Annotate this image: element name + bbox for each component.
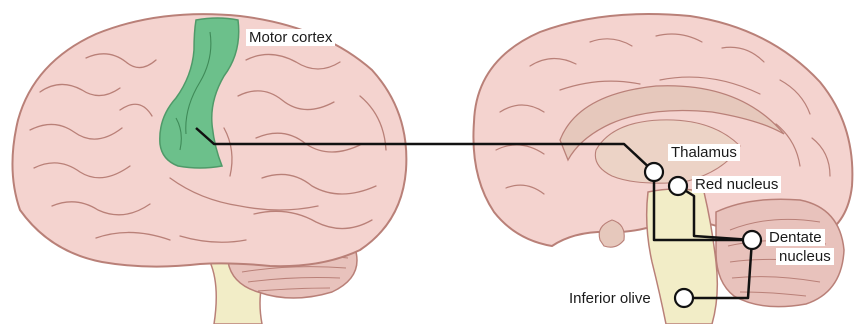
inferior-olive-node bbox=[675, 289, 693, 307]
lateral-brain-view bbox=[12, 14, 406, 324]
dentate-nucleus-label-line1: Dentate bbox=[766, 229, 825, 246]
dentate-nucleus-node bbox=[743, 231, 761, 249]
thalamus-node bbox=[645, 163, 663, 181]
red-nucleus-node bbox=[669, 177, 687, 195]
dentate-nucleus-label-line2: nucleus bbox=[776, 248, 834, 265]
inferior-olive-label: Inferior olive bbox=[566, 290, 654, 307]
red-nucleus-label: Red nucleus bbox=[692, 176, 781, 193]
motor-cortex-label: Motor cortex bbox=[246, 29, 335, 46]
thalamus-label: Thalamus bbox=[668, 144, 740, 161]
